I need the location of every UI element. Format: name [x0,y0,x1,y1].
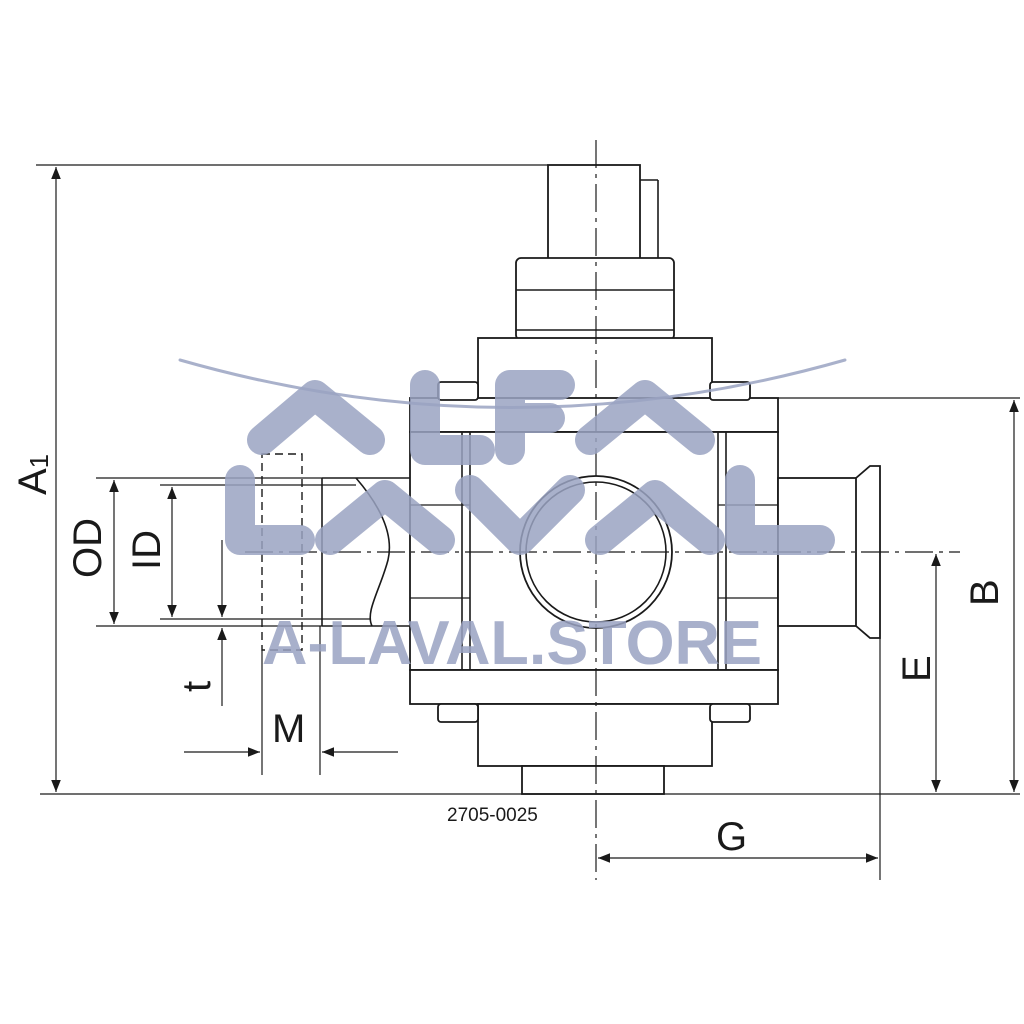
dimension-lines [51,167,1019,863]
label-m: M [272,707,305,751]
drawing-number: 2705-0025 [447,805,538,826]
label-g: G [716,815,747,859]
watermark-text: A-LAVAL.STORE [262,609,762,678]
label-t: t [175,681,219,692]
dimension-labels: A1 OD ID t M B E G [11,454,1007,859]
label-od: OD [66,518,110,578]
label-e: E [895,655,939,682]
label-b: B [963,579,1007,606]
watermark-logo: A-LAVAL.STORE [178,358,847,678]
label-id: ID [125,530,169,570]
label-a1: A1 [11,454,55,495]
valve-body [321,164,881,795]
